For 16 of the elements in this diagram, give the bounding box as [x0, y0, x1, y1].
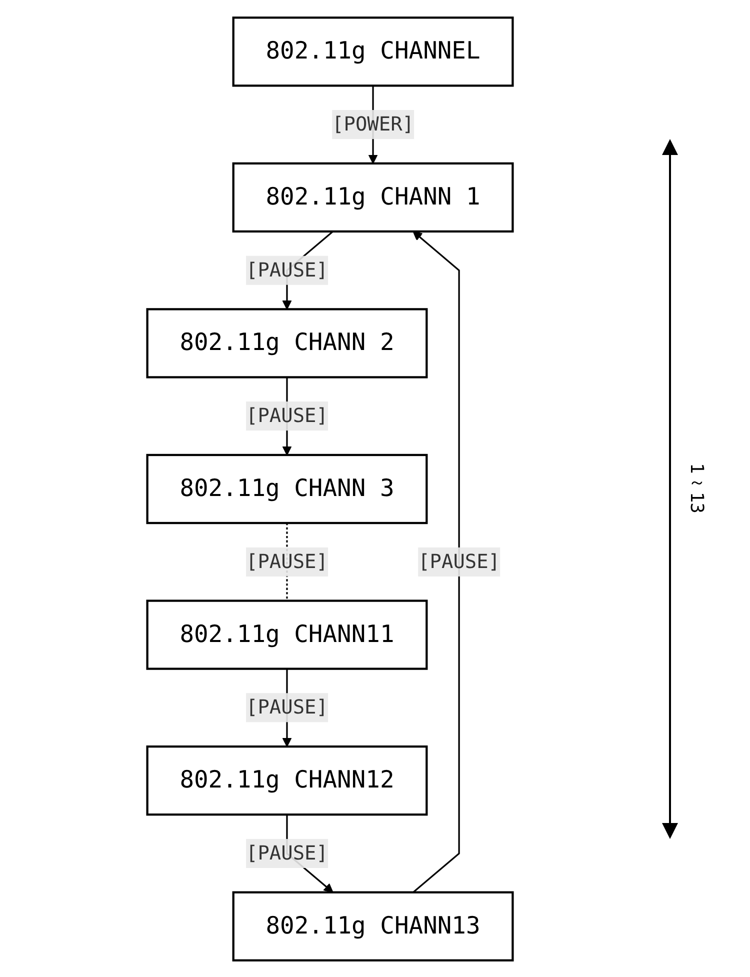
edge-label: [PAUSE] — [246, 696, 328, 719]
node-box: 802.11g CHANN13 — [232, 890, 514, 961]
edge-label: [POWER] — [332, 112, 414, 136]
node-box: 802.11g CHANN11 — [146, 599, 428, 670]
range-label: 1～13 — [685, 463, 708, 514]
node-box: 802.11g CHANN12 — [146, 744, 428, 816]
node-box: 802.11g CHANNEL — [232, 16, 514, 86]
edge-label: [PAUSE] — [246, 404, 328, 427]
node-box: 802.11g CHANN 2 — [146, 308, 428, 378]
edge-label: [PAUSE] — [418, 550, 500, 573]
node-box: 802.11g CHANN 1 — [232, 162, 514, 232]
edge-label: [PAUSE] — [246, 258, 328, 282]
arrow — [412, 230, 460, 892]
node-box: 802.11g CHANN 3 — [146, 453, 428, 524]
edge-label: [PAUSE] — [246, 842, 328, 864]
edge-label: [PAUSE] — [246, 550, 328, 573]
